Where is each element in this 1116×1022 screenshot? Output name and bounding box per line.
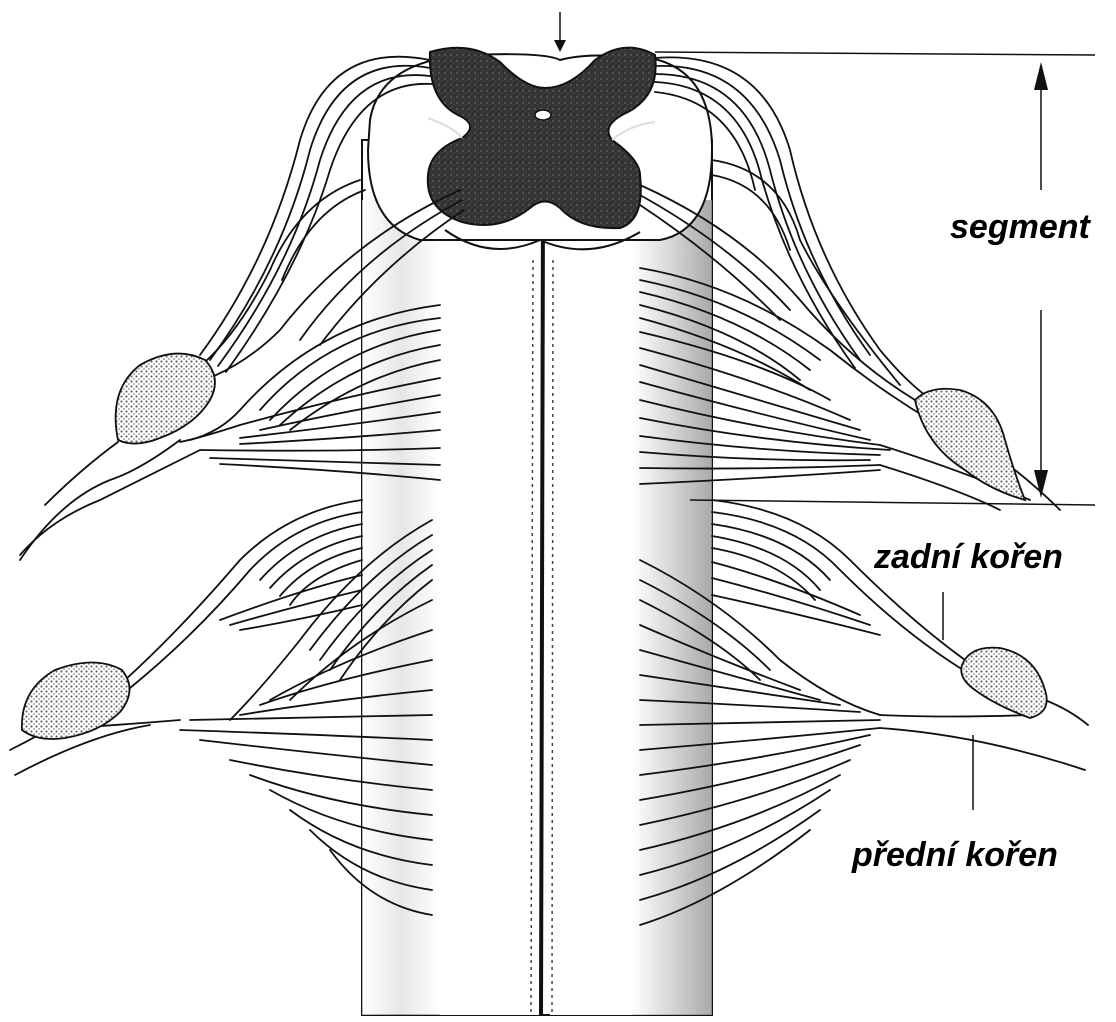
dorsal-root-label: zadní kořen bbox=[872, 540, 1065, 574]
lower-left-spinal-ganglion bbox=[22, 663, 130, 740]
ventral-root-label: přední kořen bbox=[850, 838, 1060, 872]
midline-arrow bbox=[554, 12, 566, 52]
lower-right-spinal-ganglion bbox=[961, 648, 1046, 718]
segment-dimension bbox=[655, 52, 1095, 505]
upper-left-spinal-ganglion bbox=[116, 354, 215, 444]
segment-label: segment bbox=[948, 210, 1092, 244]
label-pointers bbox=[943, 592, 973, 810]
upper-right-spinal-ganglion bbox=[915, 389, 1025, 500]
